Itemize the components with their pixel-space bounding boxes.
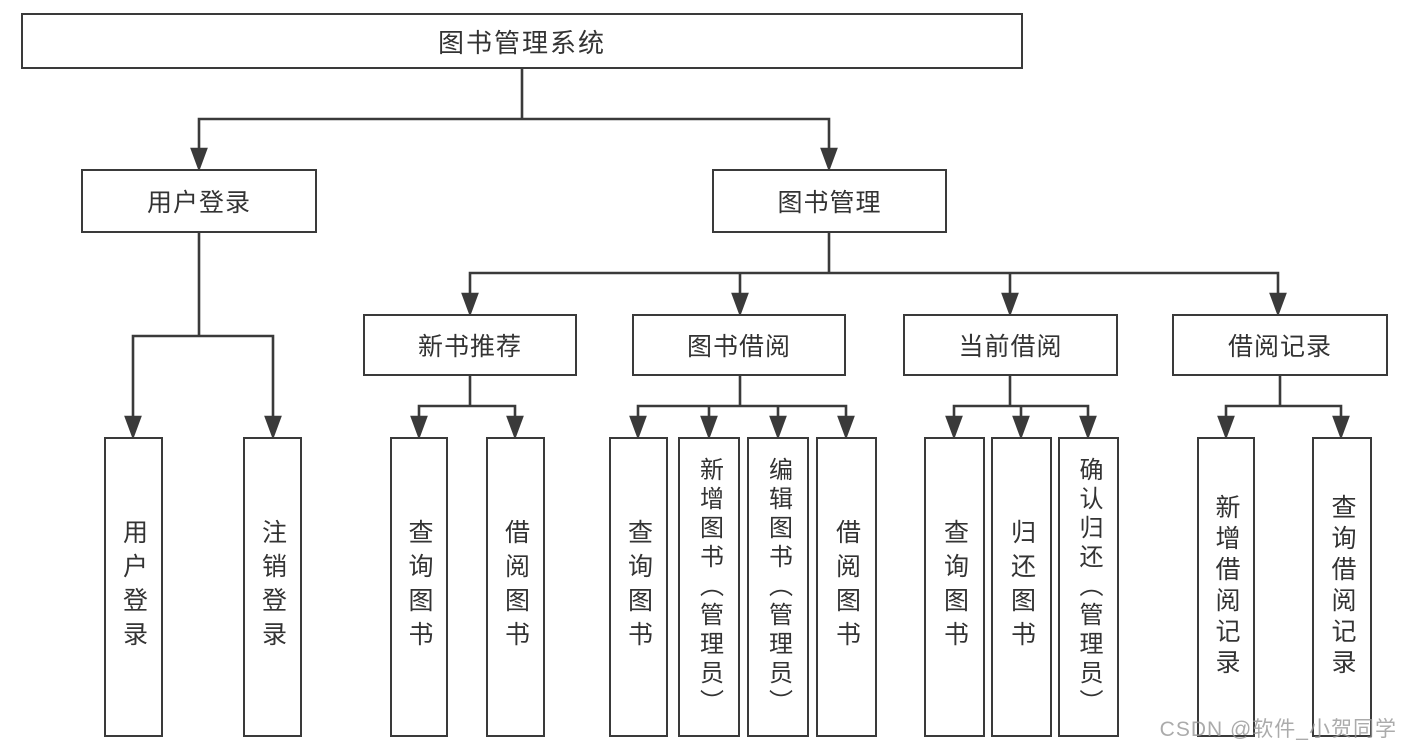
arrowhead [1012, 415, 1030, 440]
connector-book-management-children [461, 231, 1287, 317]
connector-current-borrowing-children [945, 374, 1097, 440]
arrowhead [124, 415, 142, 440]
node-root: 图书管理系统 [21, 13, 1023, 69]
connector-user-login-children [124, 231, 282, 440]
node-borrow-records-label: 借阅记录 [1227, 333, 1332, 361]
arrowhead [410, 415, 428, 440]
node-user-login-label: 用户登录 [146, 189, 251, 217]
arrowhead [264, 415, 282, 440]
node-new-book-recommend: 新书推荐 [363, 314, 577, 376]
csdn-watermark: CSDN @软件_小贺同学 [1159, 718, 1397, 741]
leaf-borrowing-edit-books-admin-label: 编辑图书（管理员） [764, 456, 792, 718]
node-book-management: 图书管理 [712, 169, 947, 233]
leaf-borrowing-query-books: 查询图书 [609, 437, 668, 737]
leaf-newbook-borrow-books: 借阅图书 [486, 437, 545, 737]
node-current-borrowing-label: 当前借阅 [958, 333, 1063, 361]
leaf-borrowing-edit-books-admin: 编辑图书（管理员） [747, 437, 809, 737]
node-book-borrowing: 图书借阅 [632, 314, 846, 376]
leaf-borrowing-add-books-admin: 新增图书（管理员） [678, 437, 740, 737]
leaf-current-confirm-return-admin: 确认归还（管理员） [1058, 437, 1119, 737]
arrowhead [506, 415, 524, 440]
node-current-borrowing: 当前借阅 [903, 314, 1118, 376]
connector-root-to-level2 [190, 67, 838, 172]
leaf-records-add-record: 新增借阅记录 [1197, 437, 1255, 737]
leaf-current-query-books-label: 查询图书 [940, 519, 969, 655]
arrowhead [1079, 415, 1097, 440]
arrowhead [769, 415, 787, 440]
leaf-records-query-record: 查询借阅记录 [1312, 437, 1372, 737]
leaf-newbook-query-books-label: 查询图书 [405, 519, 433, 655]
leaf-borrowing-query-books-label: 查询图书 [624, 519, 653, 655]
arrowhead [731, 292, 749, 317]
leaf-logout-label: 注销登录 [258, 519, 287, 655]
arrowhead [1217, 415, 1235, 440]
node-book-borrowing-label: 图书借阅 [686, 333, 791, 361]
connector-borrow-records-children [1217, 374, 1350, 440]
leaf-borrowing-borrow-books: 借阅图书 [816, 437, 877, 737]
arrowhead [837, 415, 855, 440]
leaf-user-login: 用户登录 [104, 437, 163, 737]
arrowhead [945, 415, 963, 440]
node-book-management-label: 图书管理 [777, 189, 882, 217]
leaf-current-return-books: 归还图书 [991, 437, 1052, 737]
arrowhead [1001, 292, 1019, 317]
leaf-newbook-query-books: 查询图书 [390, 437, 448, 737]
arrowhead [820, 147, 838, 172]
leaf-borrowing-add-books-admin-label: 新增图书（管理员） [695, 456, 723, 718]
node-user-login: 用户登录 [81, 169, 317, 233]
node-new-book-recommend-label: 新书推荐 [417, 333, 522, 361]
leaf-records-query-record-label: 查询借阅记录 [1328, 494, 1356, 680]
leaf-newbook-borrow-books-label: 借阅图书 [501, 519, 530, 655]
leaf-current-return-books-label: 归还图书 [1007, 519, 1036, 655]
arrowhead [1332, 415, 1350, 440]
leaf-current-confirm-return-admin-label: 确认归还（管理员） [1075, 456, 1102, 718]
leaf-logout: 注销登录 [243, 437, 302, 737]
leaf-user-login-label: 用户登录 [119, 519, 148, 655]
node-borrow-records: 借阅记录 [1172, 314, 1388, 376]
arrowhead [1269, 292, 1287, 317]
arrowhead [461, 292, 479, 317]
arrowhead [629, 415, 647, 440]
leaf-borrowing-borrow-books-label: 借阅图书 [832, 519, 861, 655]
connector-new-book-children [410, 374, 524, 440]
leaf-records-add-record-label: 新增借阅记录 [1212, 494, 1240, 680]
connector-book-borrowing-children [629, 374, 855, 440]
node-root-label: 图书管理系统 [437, 27, 606, 58]
arrowhead [190, 147, 208, 172]
arrowhead [700, 415, 718, 440]
leaf-current-query-books: 查询图书 [924, 437, 985, 737]
